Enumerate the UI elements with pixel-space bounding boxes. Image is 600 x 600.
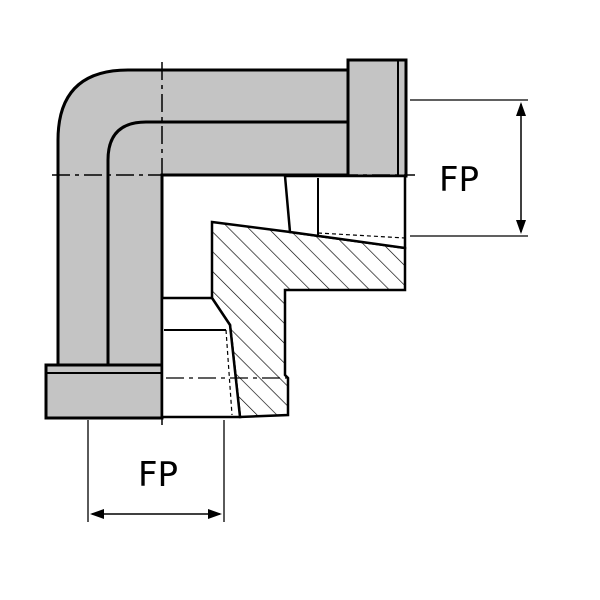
outlet-fp-label: FP bbox=[439, 160, 479, 200]
inlet-thread-minor bbox=[225, 329, 233, 416]
dim-arrow-up bbox=[516, 102, 526, 116]
dim-arrow-right bbox=[208, 509, 222, 519]
dim-arrow-down bbox=[516, 220, 526, 234]
outlet-thread-minor bbox=[317, 232, 406, 239]
dim-arrow-left bbox=[90, 509, 104, 519]
elbow-inner-line bbox=[106, 120, 350, 365]
section-wall bbox=[210, 220, 407, 419]
outlet-bore bbox=[283, 174, 407, 250]
outlet-nut bbox=[346, 58, 408, 178]
inlet-fp-label: FP bbox=[138, 455, 178, 495]
